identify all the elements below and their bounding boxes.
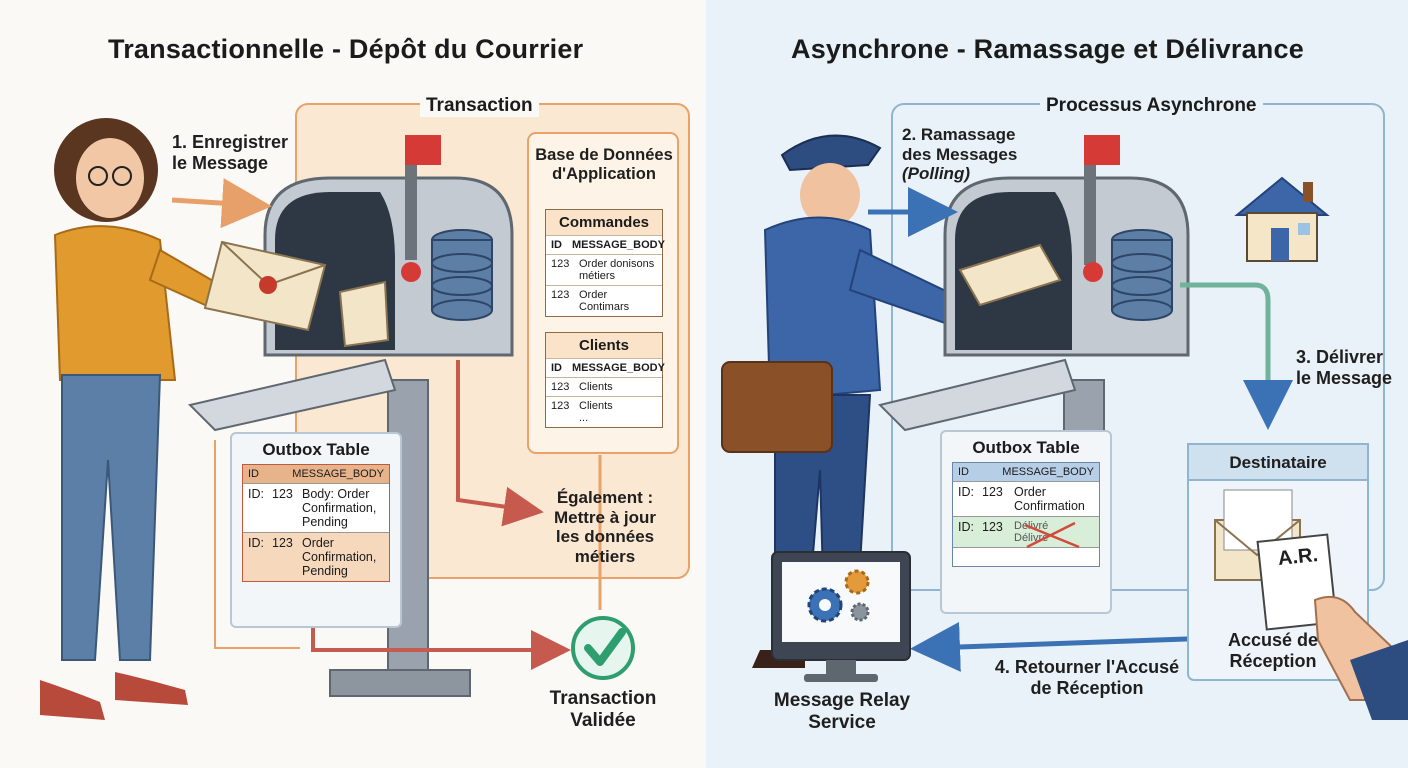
arrow-step3 — [1180, 282, 1293, 430]
check-icon — [571, 616, 635, 680]
strike-mark — [1024, 521, 1080, 549]
arrow-update — [456, 360, 544, 527]
hand-icon — [1313, 596, 1408, 720]
database-icon-right — [1111, 229, 1173, 321]
recipient-title: Destinataire — [1229, 453, 1327, 472]
arrow-commit — [311, 625, 571, 670]
house-icon — [1234, 176, 1330, 262]
process-label: Processus Asynchrone — [1040, 95, 1263, 117]
left-title: Transactionnelle - Dépôt du Courrier — [108, 34, 584, 64]
woman-figure — [40, 118, 232, 720]
arrow-step4 — [910, 621, 1216, 672]
database-icon — [431, 229, 493, 321]
envelope-left — [203, 240, 390, 348]
arrow-step1 — [171, 178, 272, 229]
right-title: Asynchrone - Ramassage et Délivrance — [791, 34, 1304, 64]
transaction-label: Transaction — [420, 95, 539, 117]
gear-icon — [807, 569, 870, 623]
envelope-right — [958, 243, 1062, 307]
connector-left — [214, 440, 300, 649]
right-outbox-table: Outbox Table ID MESSAGE_BODY ID: 123 Ord… — [940, 430, 1112, 614]
left-outbox-table: Outbox Table ID MESSAGE_BODY ID: 123 Bod… — [230, 432, 402, 628]
